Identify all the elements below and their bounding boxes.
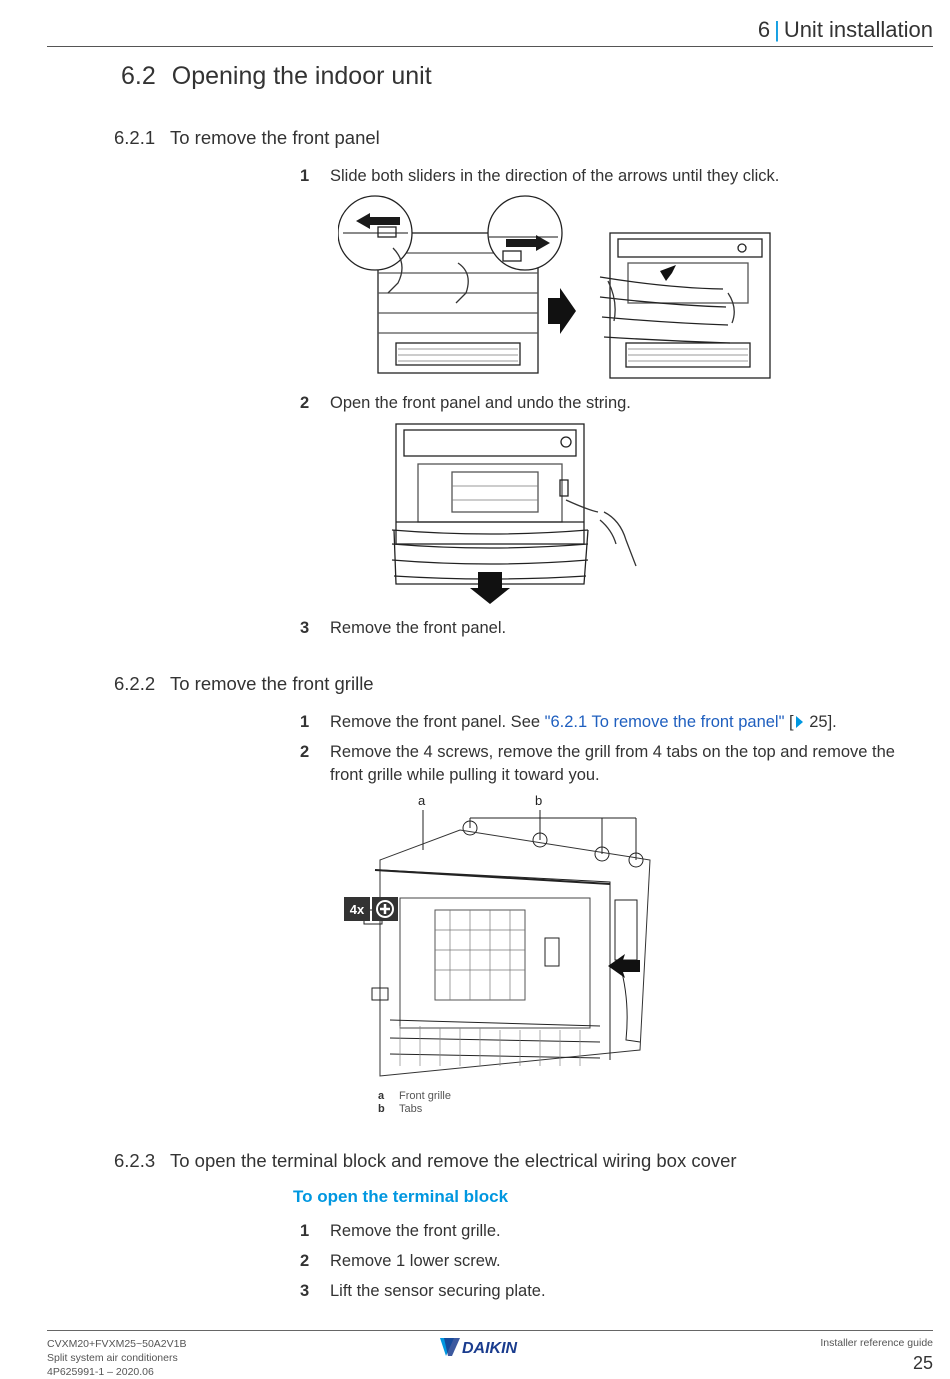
step-number: 1 <box>300 1222 310 1240</box>
footer-guide-title: Installer reference guide <box>820 1337 933 1349</box>
step-number: 1 <box>300 713 310 731</box>
footer-product: Split system air conditioners <box>47 1352 178 1364</box>
legend-item-b: b Tabs <box>378 1103 422 1115</box>
daikin-logo-text: DAIKIN <box>462 1340 518 1357</box>
step-text: Remove the front panel. See "6.2.1 To re… <box>330 713 837 731</box>
left-arrow-icon <box>356 213 400 229</box>
footer-rule <box>47 1330 933 1331</box>
legend-item-a: a Front grille <box>378 1090 451 1102</box>
down-arrow-icon <box>470 572 510 604</box>
step-number: 1 <box>300 167 310 185</box>
cross-reference-link[interactable]: "6.2.1 To remove the front panel" <box>544 713 785 731</box>
header-rule <box>47 46 933 47</box>
subsection-title: To remove the front panel <box>170 127 380 148</box>
footer-model: CVXM20+FVXM25~50A2V1B <box>47 1338 187 1350</box>
pull-arrow-icon <box>608 954 640 978</box>
section-heading: 6.2 Opening the indoor unit <box>121 62 432 91</box>
subsection-number: 6.2.3 <box>114 1150 156 1171</box>
page-header: 6|Unit installation <box>758 17 933 43</box>
chapter-number: 6 <box>757 17 771 42</box>
legend-key: b <box>378 1103 385 1115</box>
step-text: Lift the sensor securing plate. <box>330 1282 546 1300</box>
page-number: 25 <box>912 1353 933 1373</box>
footer-doc-number: 4P625991-1 – 2020.06 <box>47 1366 154 1378</box>
front-grille-figure: a b 4x <box>344 793 651 1077</box>
step-number: 2 <box>300 394 310 412</box>
step-text: Remove the front grille. <box>330 1222 501 1240</box>
section-number: 6.2 <box>121 62 156 90</box>
daikin-logo: DAIKIN <box>440 1338 518 1357</box>
step-number: 3 <box>300 1282 310 1300</box>
legend-text: Tabs <box>399 1103 423 1115</box>
subsection-title: To open the terminal block and remove th… <box>170 1150 737 1171</box>
legend-text: Front grille <box>399 1090 451 1102</box>
label-a: a <box>418 793 426 808</box>
subsection-heading-622: 6.2.2 To remove the front grille <box>114 673 374 695</box>
section-title: Opening the indoor unit <box>171 62 432 90</box>
count-badge-text: 4x <box>350 902 365 917</box>
header-separator: | <box>774 17 780 42</box>
footer-doc-info: CVXM20+FVXM25~50A2V1B Split system air c… <box>47 1337 187 1379</box>
slider-figure <box>338 195 771 379</box>
next-step-arrow-icon <box>548 288 576 334</box>
step-text: Open the front panel and undo the string… <box>330 394 631 412</box>
right-arrow-icon <box>506 235 550 251</box>
step-number: 2 <box>300 1252 310 1270</box>
legend-key: a <box>378 1090 385 1102</box>
subsection-number: 6.2.2 <box>114 673 156 694</box>
open-panel-figure <box>391 423 637 604</box>
step-text: Remove the front panel. <box>330 619 507 637</box>
subsection-heading-623: 6.2.3 To open the terminal block and remo… <box>114 1150 737 1172</box>
subsection-number: 6.2.1 <box>114 127 156 148</box>
chapter-title: Unit installation <box>783 17 933 42</box>
procedure-subheading: To open the terminal block <box>293 1187 509 1206</box>
count-badge <box>344 897 370 921</box>
step-number: 3 <box>300 619 310 637</box>
label-b: b <box>535 793 542 808</box>
step-number: 2 <box>300 743 310 761</box>
screwdriver-icon <box>376 900 394 918</box>
subsection-title: To remove the front grille <box>170 673 374 694</box>
page-ref-arrow-icon <box>795 716 803 728</box>
step-text: Slide both sliders in the direction of t… <box>330 167 780 185</box>
step-text: Remove 1 lower screw. <box>330 1252 501 1270</box>
subsection-heading-621: 6.2.1 To remove the front panel <box>114 127 380 149</box>
step-text-line2: front grille while pulling it toward you… <box>330 766 600 784</box>
step-text-line1: Remove the 4 screws, remove the grill fr… <box>330 743 895 761</box>
